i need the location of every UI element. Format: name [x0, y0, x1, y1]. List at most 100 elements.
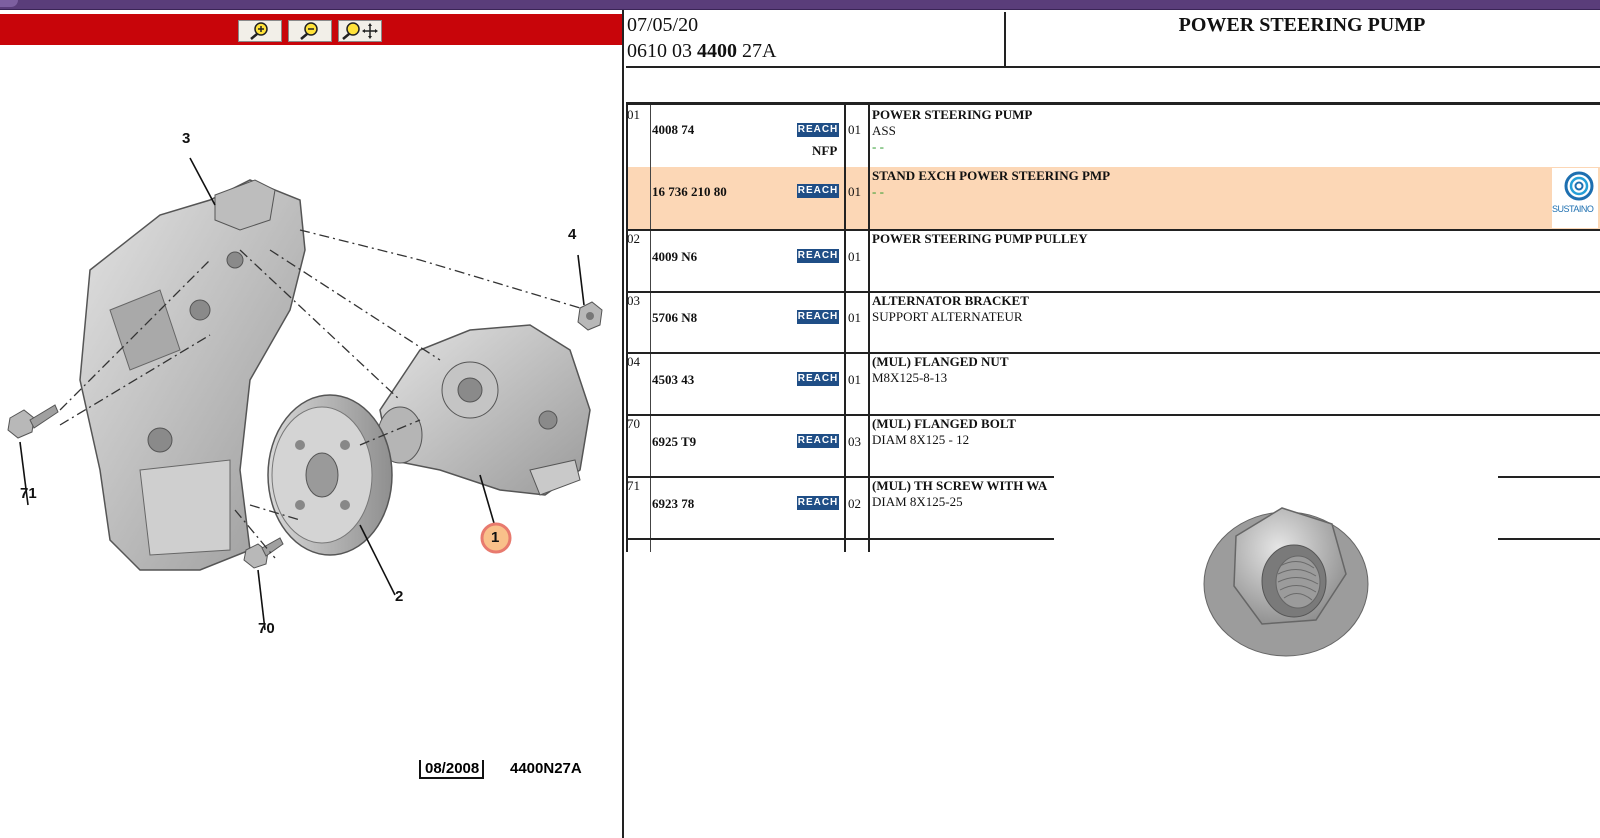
description-line: SUPPORT ALTERNATEUR: [872, 309, 1023, 324]
quantity: 01: [848, 310, 861, 325]
row-number: 02: [627, 231, 640, 246]
description-dashes: - -: [872, 184, 884, 199]
quantity: 03: [848, 434, 861, 449]
nfp-label: NFP: [812, 143, 838, 158]
header-divider: [626, 66, 1600, 68]
reach-badge[interactable]: REACH: [797, 310, 839, 324]
highlighted-row-bg: [628, 167, 1600, 229]
row-line-4-right: [1502, 414, 1600, 416]
catalog-code-prefix: 0610 03: [627, 40, 697, 62]
part-number[interactable]: 6923 78: [652, 496, 695, 511]
zoom-out-button[interactable]: [288, 20, 332, 42]
quantity: 01: [848, 122, 861, 137]
reach-badge[interactable]: REACH: [797, 434, 839, 448]
reach-badge[interactable]: REACH: [797, 123, 839, 137]
reach-badge[interactable]: REACH: [797, 496, 839, 510]
row-line-1: [626, 229, 1600, 231]
description: POWER STEERING PUMP ASS - -: [872, 107, 1032, 155]
part-number[interactable]: 4503 43: [652, 372, 695, 387]
callout-2[interactable]: 2: [395, 588, 404, 605]
page-title: POWER STEERING PUMP: [1178, 14, 1426, 36]
window-top-bar: [0, 0, 1600, 10]
row-line-6-right: [1502, 538, 1600, 540]
quantity: 01: [848, 184, 861, 199]
description: (MUL) FLANGED NUT M8X125-8-13: [872, 354, 1009, 386]
flanged-nut-preview: [1203, 507, 1369, 657]
header-info: [626, 12, 1006, 66]
part-number[interactable]: 4008 74: [652, 122, 695, 137]
part-preview-popup: [1054, 416, 1498, 666]
catalog-code-suffix: 27A: [737, 40, 777, 62]
description: STAND EXCH POWER STEERING PMP - -: [872, 168, 1110, 200]
row-line-4: [626, 414, 1600, 416]
quantity: 01: [848, 249, 861, 264]
callout-3[interactable]: 3: [182, 130, 191, 147]
part-number[interactable]: 4009 N6: [652, 249, 698, 264]
catalog-code: 0610 03 4400 27A: [627, 40, 776, 63]
zoom-toolbar: [0, 14, 622, 45]
quantity: 01: [848, 372, 861, 387]
reach-badge[interactable]: REACH: [797, 372, 839, 386]
reach-badge[interactable]: REACH: [797, 249, 839, 263]
part-number[interactable]: 6925 T9: [652, 434, 697, 449]
description-title: (MUL) FLANGED BOLT: [872, 416, 1016, 431]
row-number: 71: [627, 478, 640, 493]
description-line: ASS: [872, 123, 896, 138]
part-number[interactable]: 16 736 210 80: [652, 184, 727, 199]
assembly-lines: [59, 229, 581, 559]
bolt-70-drawing: [243, 537, 284, 569]
description-title: STAND EXCH POWER STEERING PMP: [872, 168, 1111, 183]
zoom-out-icon: [300, 22, 318, 40]
row-number: 01: [627, 107, 640, 122]
col-line-part: [844, 105, 846, 552]
description-line: M8X125-8-13: [872, 370, 948, 385]
exploded-parts-diagram: [7, 157, 603, 631]
callout-71[interactable]: 71: [20, 485, 37, 502]
col-line-qty: [868, 105, 870, 552]
description: POWER STEERING PUMP PULLEY: [872, 231, 1088, 247]
table-top-divider: [626, 102, 1600, 105]
catalog-date: 07/05/20: [627, 14, 699, 36]
sustaino-label: SUSTAINO: [1552, 204, 1594, 214]
pane-divider: [622, 10, 624, 838]
description-title: (MUL) FLANGED NUT: [872, 354, 1009, 369]
zoom-pan-button[interactable]: [338, 20, 382, 42]
description: (MUL) TH SCREW WITH WA DIAM 8X125-25: [872, 478, 1047, 510]
sustaino-logo-icon: [1564, 171, 1594, 201]
parts-list-pane: 07/05/20 0610 03 4400 27A POWER STEERING…: [624, 10, 1600, 838]
description-title: ALTERNATOR BRACKET: [872, 293, 1029, 308]
description-line: DIAM 8X125 - 12: [872, 432, 970, 447]
description-dashes: - -: [872, 139, 884, 154]
screw-71-drawing: [7, 404, 59, 439]
zoom-in-icon: [250, 22, 268, 40]
col-line-left: [626, 105, 628, 552]
sustaino-badge[interactable]: SUSTAINO: [1552, 168, 1598, 228]
row-number: 70: [627, 416, 640, 431]
alternator-bracket-drawing: [79, 179, 306, 571]
quantity: 02: [848, 496, 861, 511]
callout-1[interactable]: 1: [491, 529, 500, 546]
callout-70[interactable]: 70: [258, 620, 275, 637]
row-line-5-right: [1502, 476, 1600, 478]
description-title: POWER STEERING PUMP: [872, 107, 1033, 122]
callout-4[interactable]: 4: [568, 226, 577, 243]
catalog-code-bold: 4400: [697, 40, 737, 62]
zoom-in-button[interactable]: [238, 20, 282, 42]
power-steering-pump-drawing: [377, 324, 591, 496]
description: (MUL) FLANGED BOLT DIAM 8X125 - 12: [872, 416, 1016, 448]
zoom-move-icon: [342, 22, 378, 40]
diagram-date: 08/2008: [419, 760, 485, 779]
row-line-3: [626, 352, 1600, 354]
description-line: DIAM 8X125-25: [872, 494, 963, 509]
highlighted-callout-marker[interactable]: [480, 522, 512, 554]
diagram-reference: 4400N27A: [510, 760, 582, 777]
diagram-pane: 3 4 71 1 2 70 08/2008 4400N27A: [0, 10, 622, 838]
callout-leaders: [19, 157, 585, 631]
part-number[interactable]: 5706 N8: [652, 310, 698, 325]
reach-badge[interactable]: REACH: [797, 184, 839, 198]
flanged-nut-drawing: [577, 301, 603, 331]
row-line-2: [626, 291, 1600, 293]
window-corner-ornament: [0, 0, 18, 7]
row-number: 04: [627, 354, 640, 369]
description: ALTERNATOR BRACKET SUPPORT ALTERNATEUR: [872, 293, 1029, 325]
